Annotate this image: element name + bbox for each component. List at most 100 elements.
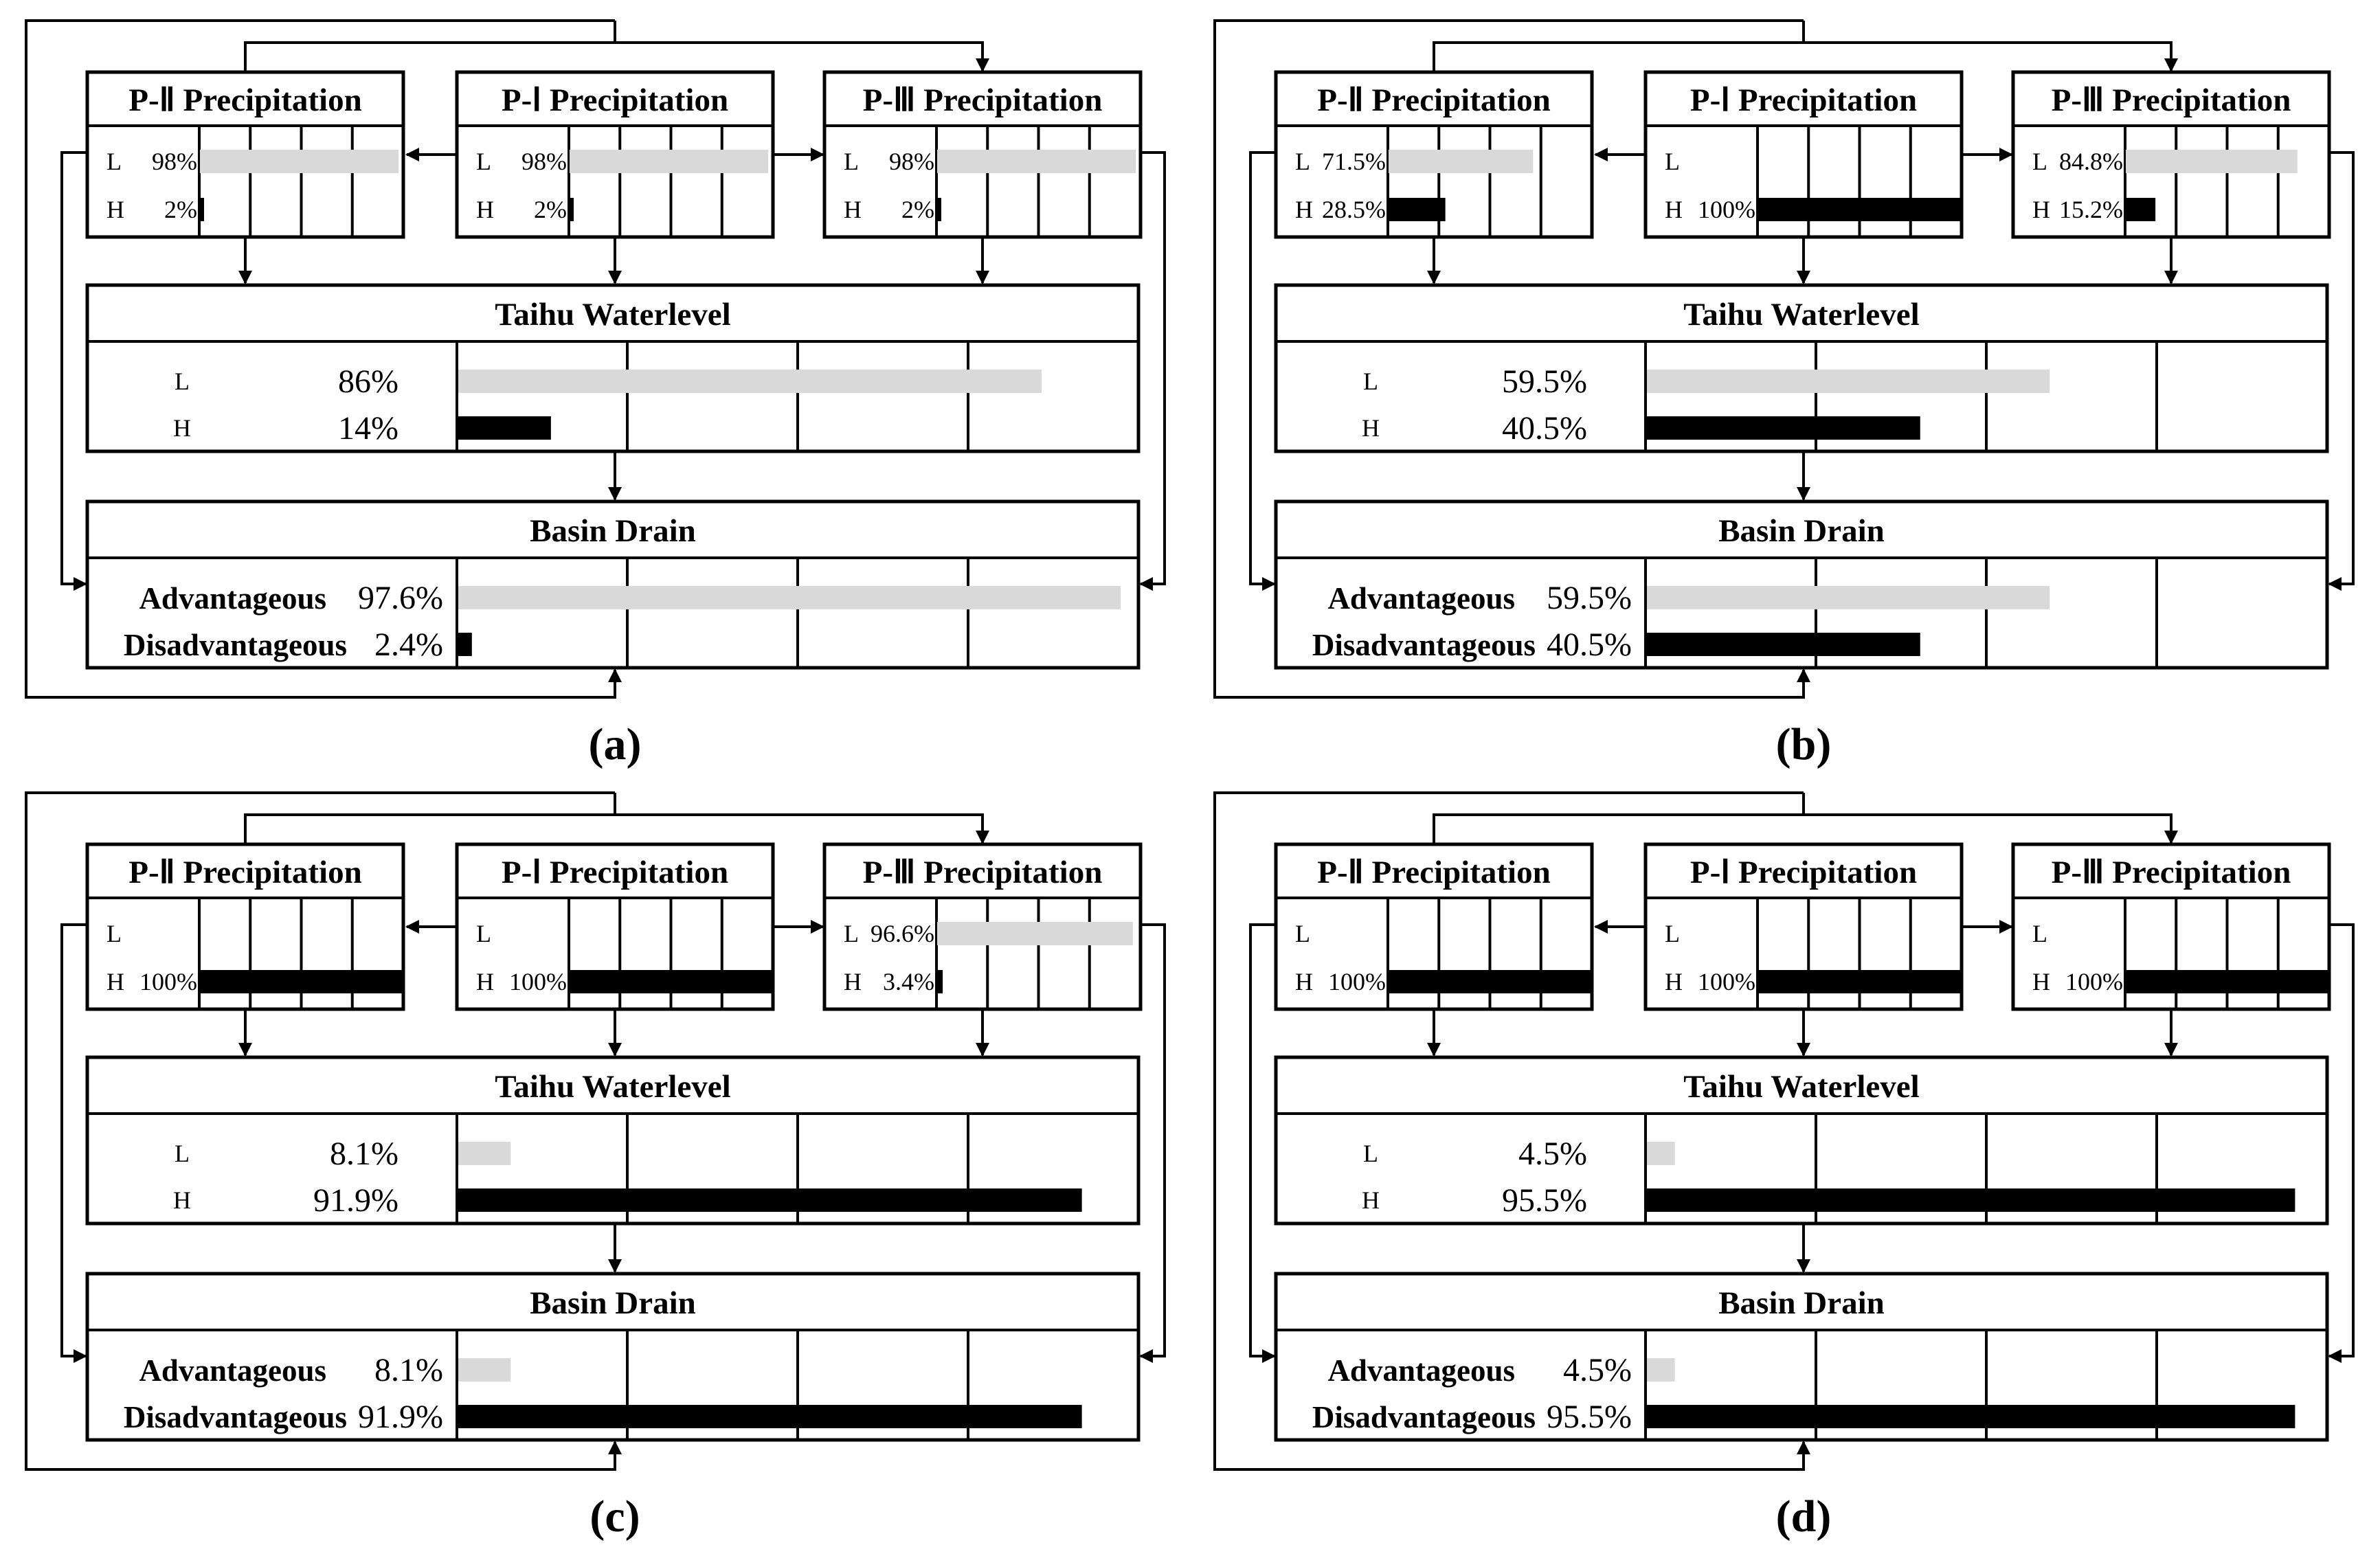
- drain-low-bar: [1647, 586, 2050, 609]
- taihu-low-bar: [458, 1142, 511, 1165]
- p3-high-label: H: [844, 968, 862, 995]
- p1-high-label: H: [476, 968, 494, 995]
- p1-to-p3-edge: [1802, 21, 2178, 72]
- drain-node-frame: [85, 499, 1141, 670]
- p2-low-label: L: [106, 148, 122, 175]
- p2-high-label: H: [1295, 196, 1313, 223]
- taihu-node-frame: [85, 283, 1141, 453]
- p2-node-title: P-Ⅱ Precipitation: [1317, 855, 1550, 890]
- taihu-node-title: Taihu Waterlevel: [1683, 297, 1919, 332]
- p2-low-label: L: [1295, 920, 1310, 947]
- p3-low-bar: [937, 150, 1136, 173]
- drain-high-label: Disadvantageous: [124, 628, 347, 662]
- loop-edge: [1213, 791, 1810, 1471]
- p3-high-label: H: [844, 196, 862, 223]
- taihu-high-bar: [1647, 416, 1920, 440]
- taihu-low-label: L: [175, 368, 190, 395]
- taihu-low-value: 86%: [338, 363, 398, 400]
- p3-to-drain-edge: [2328, 923, 2355, 1363]
- p1-to-p2-top-edge: [1433, 813, 1804, 844]
- taihu-high-value: 95.5%: [1502, 1182, 1587, 1219]
- taihu-node-frame: [1274, 283, 2329, 453]
- p3-high-value: 3.4%: [883, 968, 934, 995]
- taihu-high-value: 91.9%: [313, 1182, 398, 1219]
- p2-low-label: L: [106, 920, 122, 947]
- p1-high-bar: [570, 970, 772, 993]
- p1-node-title: P-Ⅰ Precipitation: [1690, 855, 1917, 890]
- drain-low-bar: [458, 1358, 511, 1382]
- taihu-high-label: H: [173, 1186, 191, 1214]
- p3-node-title: P-Ⅲ Precipitation: [2052, 82, 2291, 118]
- p3-node-title: P-Ⅲ Precipitation: [863, 855, 1103, 890]
- p1-high-bar: [570, 198, 574, 221]
- p2-node-title: P-Ⅱ Precipitation: [1317, 82, 1550, 118]
- p1-low-label: L: [476, 920, 491, 947]
- taihu-node-title: Taihu Waterlevel: [495, 1069, 730, 1105]
- drain-node-frame: [1274, 499, 2329, 670]
- p1-high-value: 100%: [1698, 968, 1755, 995]
- p1-to-p3-edge: [614, 793, 989, 844]
- p1-high-label: H: [476, 196, 494, 223]
- p3-to-drain-edge: [1139, 923, 1166, 1363]
- taihu-low-bar: [1647, 370, 2050, 393]
- p2-high-label: H: [106, 968, 124, 995]
- loop-edge: [25, 19, 622, 699]
- taihu-high-label: H: [1362, 414, 1380, 442]
- p2-high-bar: [1389, 970, 1591, 993]
- p1-high-bar: [1758, 970, 1961, 993]
- panel-label: (c): [590, 1491, 640, 1542]
- p1-high-value: 100%: [1698, 196, 1755, 223]
- taihu-high-label: H: [173, 414, 191, 442]
- panel-label: (b): [1776, 719, 1832, 769]
- drain-node: Basin DrainAdvantageousDisadvantageous8.…: [85, 1272, 1141, 1442]
- p1-high-value: 2%: [534, 196, 567, 223]
- p1-low-value: 98%: [521, 148, 567, 175]
- p3-node-title: P-Ⅲ Precipitation: [863, 82, 1103, 118]
- drain-high-value: 91.9%: [358, 1399, 443, 1435]
- p3-high-bar: [937, 970, 943, 993]
- drain-high-value: 95.5%: [1547, 1399, 1632, 1435]
- loop-edge: [25, 791, 622, 1471]
- taihu-node-title: Taihu Waterlevel: [1683, 1069, 1919, 1105]
- p3-high-label: H: [2032, 196, 2050, 223]
- p3-to-drain-edge: [1139, 151, 1166, 591]
- taihu-low-value: 8.1%: [330, 1136, 398, 1172]
- p3-low-label: L: [2032, 920, 2047, 947]
- p2-high-bar: [200, 970, 403, 993]
- taihu-node-title: Taihu Waterlevel: [495, 297, 730, 332]
- drain-node: Basin DrainAdvantageousDisadvantageous4.…: [1274, 1272, 2329, 1442]
- p1-high-label: H: [1665, 968, 1683, 995]
- drain-low-value: 97.6%: [358, 580, 443, 616]
- p2-low-bar: [200, 150, 399, 173]
- p1-to-p3-edge: [614, 21, 989, 72]
- p2-low-label: L: [1295, 148, 1310, 175]
- p3-low-label: L: [2032, 148, 2047, 175]
- p3-low-bar: [937, 922, 1133, 945]
- p2-high-bar: [200, 198, 204, 221]
- p2-to-drain-edge: [60, 923, 87, 1363]
- taihu-high-bar: [1647, 1188, 2295, 1212]
- p2-node-title: P-Ⅱ Precipitation: [128, 82, 361, 118]
- drain-high-label: Disadvantageous: [124, 1400, 347, 1434]
- panel-label: (a): [589, 719, 642, 769]
- p1-node-title: P-Ⅰ Precipitation: [1690, 82, 1917, 118]
- drain-low-label: Advantageous: [1327, 581, 1515, 616]
- taihu-low-label: L: [1363, 368, 1378, 395]
- p2-high-value: 28.5%: [1322, 196, 1386, 223]
- panel-label: (d): [1776, 1491, 1832, 1542]
- drain-high-value: 40.5%: [1547, 627, 1632, 663]
- drain-high-bar: [1647, 1405, 2295, 1428]
- drain-node-frame: [1274, 1272, 2329, 1442]
- p3-high-bar: [2126, 970, 2328, 993]
- p2-high-value: 2%: [164, 196, 197, 223]
- taihu-node-frame: [85, 1055, 1141, 1226]
- p1-low-label: L: [1665, 920, 1680, 947]
- p1-high-bar: [1758, 198, 1961, 221]
